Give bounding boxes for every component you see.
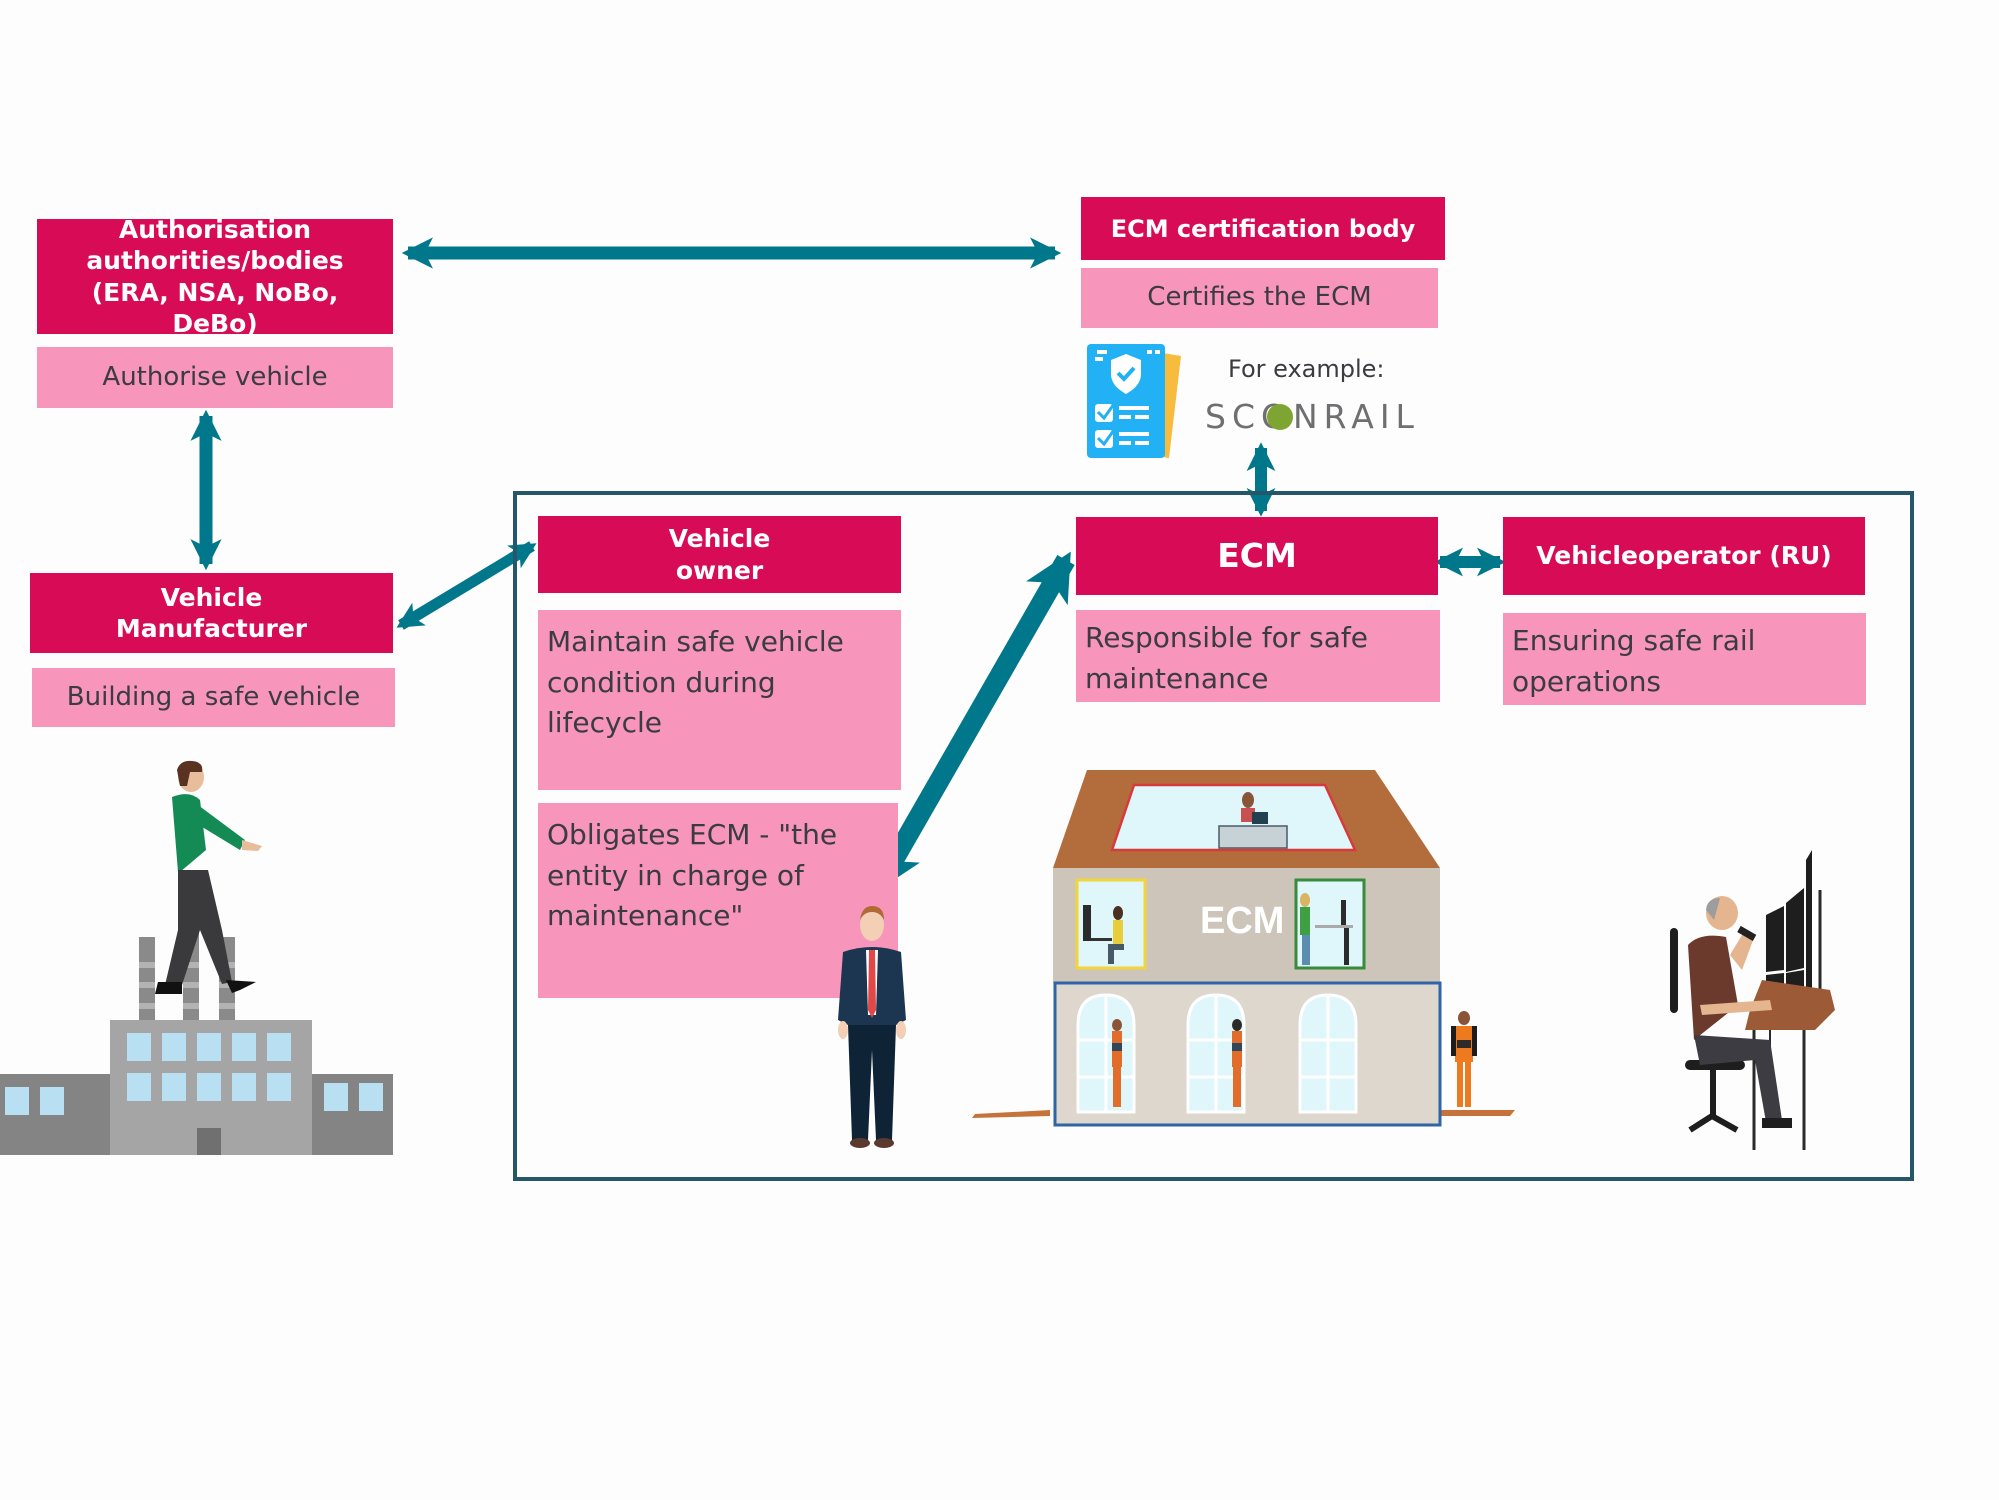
owner-title-line2: owner (675, 555, 764, 585)
manufacturer-header: Vehicle Manufacturer (30, 573, 393, 653)
ecm-building: ECM (970, 765, 1550, 1130)
operator-illustration (1670, 850, 1835, 1150)
sconrail-ball-icon (1267, 404, 1293, 430)
authorisation-title: Authorisation authorities/bodies (ERA, N… (86, 215, 344, 338)
operator-description: Ensuring safe rail operations (1512, 624, 1756, 698)
manufacturer-description: Building a safe vehicle (66, 681, 361, 712)
operator-description-box: Ensuring safe rail operations (1503, 613, 1866, 705)
ecm-building-drawing (972, 770, 1515, 1127)
certification-header: ECM certification body (1081, 197, 1445, 260)
certificate-checklist-icon (1087, 344, 1181, 458)
ecm-description: Responsible for safe maintenance (1085, 621, 1368, 695)
ecm-header: ECM (1076, 517, 1438, 595)
certification-title: ECM certification body (1110, 214, 1416, 243)
walking-man-figure (155, 760, 262, 994)
ecm-building-label: ECM (1200, 900, 1285, 942)
authorisation-description: Authorise vehicle (102, 361, 328, 392)
operator-title: Vehicleoperator (RU) (1536, 541, 1832, 571)
manufacturer-title-line2: Manufacturer (115, 614, 308, 643)
authorisation-header: Authorisation authorities/bodies (ERA, N… (37, 215, 393, 338)
certification-description: Certifies the ECM (1147, 282, 1372, 313)
owner-title-line1: Vehicle (668, 524, 771, 554)
owner-description-box: Maintain safe vehicle condition during l… (538, 610, 901, 790)
owner-header: Vehicle owner (538, 516, 901, 593)
arrow-manufacturer-owner (396, 541, 537, 630)
owner-domain-frame (513, 491, 1914, 1181)
sconrail-logo: SCONRAIL (1205, 396, 1420, 436)
operator-header: Vehicleoperator (RU) (1503, 517, 1865, 595)
ecm-description-box: Responsible for safe maintenance (1076, 610, 1440, 702)
ecm-title: ECM (1217, 536, 1297, 576)
arrow-ecm-owner (871, 551, 1075, 893)
factory-illustration (0, 760, 393, 1155)
owner-obligation: Obligates ECM - "the entity in charge of… (547, 818, 838, 933)
authorisation-description-box: Authorise vehicle (37, 347, 393, 408)
owner-obligation-box: Obligates ECM - "the entity in charge of… (538, 803, 898, 998)
owner-description: Maintain safe vehicle condition during l… (547, 625, 844, 740)
example-label: For example: (1228, 355, 1385, 383)
businessman-illustration (838, 906, 906, 1148)
manufacturer-description-box: Building a safe vehicle (32, 668, 395, 727)
sconrail-logo-text: SCONRAIL (1205, 396, 1420, 436)
manufacturer-title-line1: Vehicle (160, 582, 263, 612)
certification-description-box: Certifies the ECM (1081, 268, 1438, 328)
